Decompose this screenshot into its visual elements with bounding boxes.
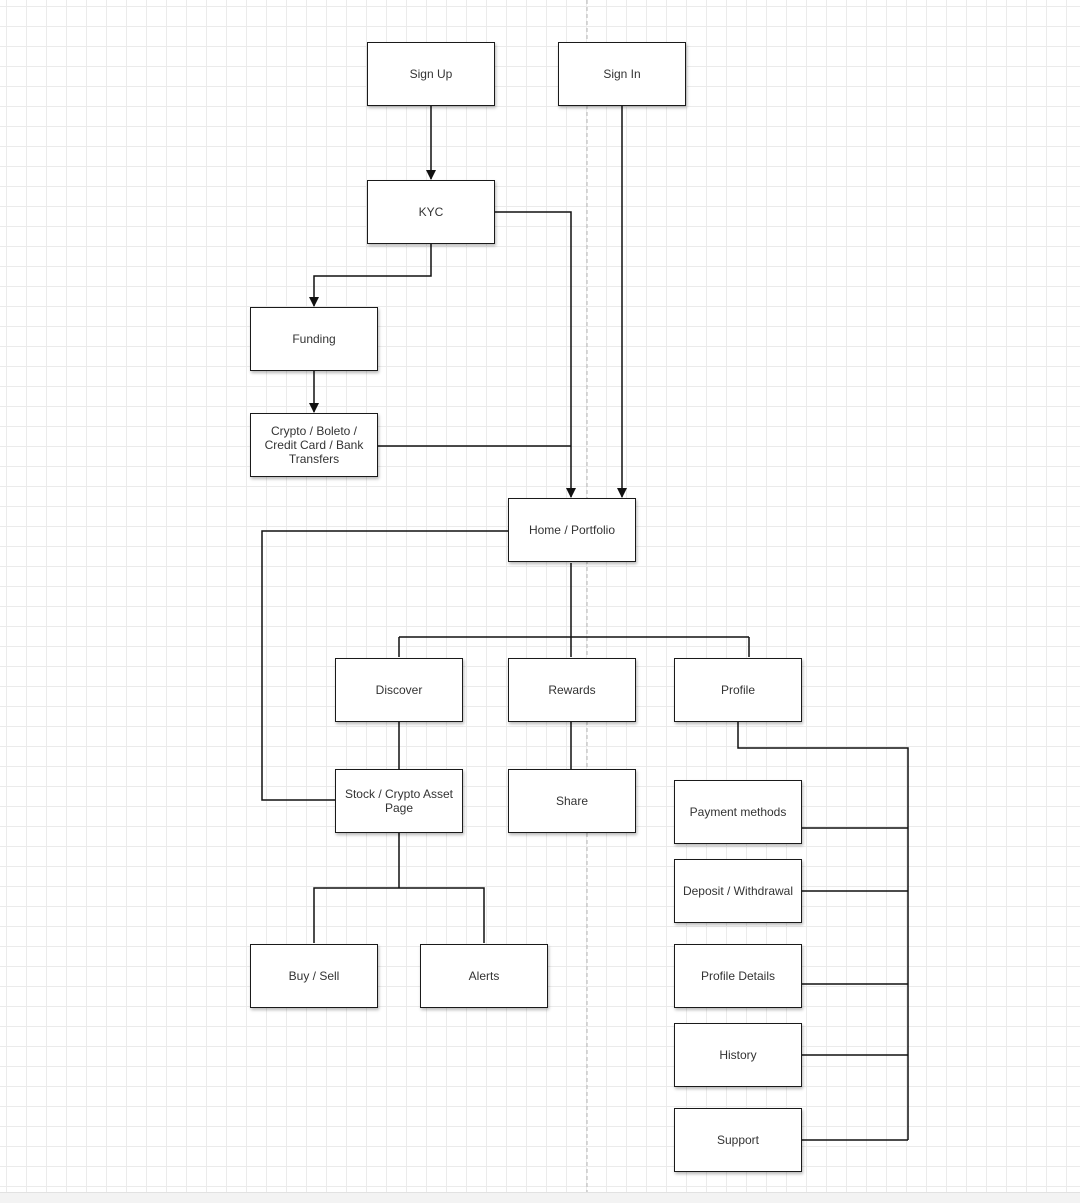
node-home-portfolio[interactable]: Home / Portfolio [508,498,636,562]
node-sign-in-label: Sign In [603,67,641,81]
node-payment-methods-label: Payment methods [689,805,787,819]
node-buy-sell-label: Buy / Sell [288,969,340,983]
node-history-label: History [719,1048,757,1062]
node-history[interactable]: History [674,1023,802,1087]
node-support[interactable]: Support [674,1108,802,1172]
node-sign-in[interactable]: Sign In [558,42,686,106]
node-funding-methods[interactable]: Crypto / Boleto / Credit Card / Bank Tra… [250,413,378,477]
node-profile-details-label: Profile Details [700,969,776,983]
node-kyc[interactable]: KYC [367,180,495,244]
node-discover[interactable]: Discover [335,658,463,722]
node-alerts-label: Alerts [468,969,500,983]
node-sign-up[interactable]: Sign Up [367,42,495,106]
node-rewards[interactable]: Rewards [508,658,636,722]
node-asset-page-label: Stock / Crypto Asset Page [344,787,454,815]
node-profile[interactable]: Profile [674,658,802,722]
node-funding[interactable]: Funding [250,307,378,371]
edge-asset-children [313,833,485,943]
node-kyc-label: KYC [418,205,444,219]
node-profile-label: Profile [720,683,755,697]
edge-home-tabs [398,563,750,657]
node-share[interactable]: Share [508,769,636,833]
node-sign-up-label: Sign Up [409,67,453,81]
node-alerts[interactable]: Alerts [420,944,548,1008]
node-discover-label: Discover [375,683,423,697]
node-share-label: Share [555,794,589,808]
edge-home-asset [261,530,508,801]
edge-kyc-funding [309,244,432,307]
bottom-scroll-strip [0,1192,1080,1203]
node-rewards-label: Rewards [548,683,596,697]
node-asset-page[interactable]: Stock / Crypto Asset Page [335,769,463,833]
node-payment-methods[interactable]: Payment methods [674,780,802,844]
edge-kyc-home [495,211,576,498]
edge-profile-bus [737,722,909,1140]
node-funding-label: Funding [292,332,336,346]
node-buy-sell[interactable]: Buy / Sell [250,944,378,1008]
node-home-portfolio-label: Home / Portfolio [528,523,616,537]
node-funding-methods-label: Crypto / Boleto / Credit Card / Bank Tra… [264,424,364,466]
node-support-label: Support [716,1133,760,1147]
node-deposit-withdrawal-label: Deposit / Withdrawal [682,884,794,898]
node-profile-details[interactable]: Profile Details [674,944,802,1008]
node-deposit-withdrawal[interactable]: Deposit / Withdrawal [674,859,802,923]
